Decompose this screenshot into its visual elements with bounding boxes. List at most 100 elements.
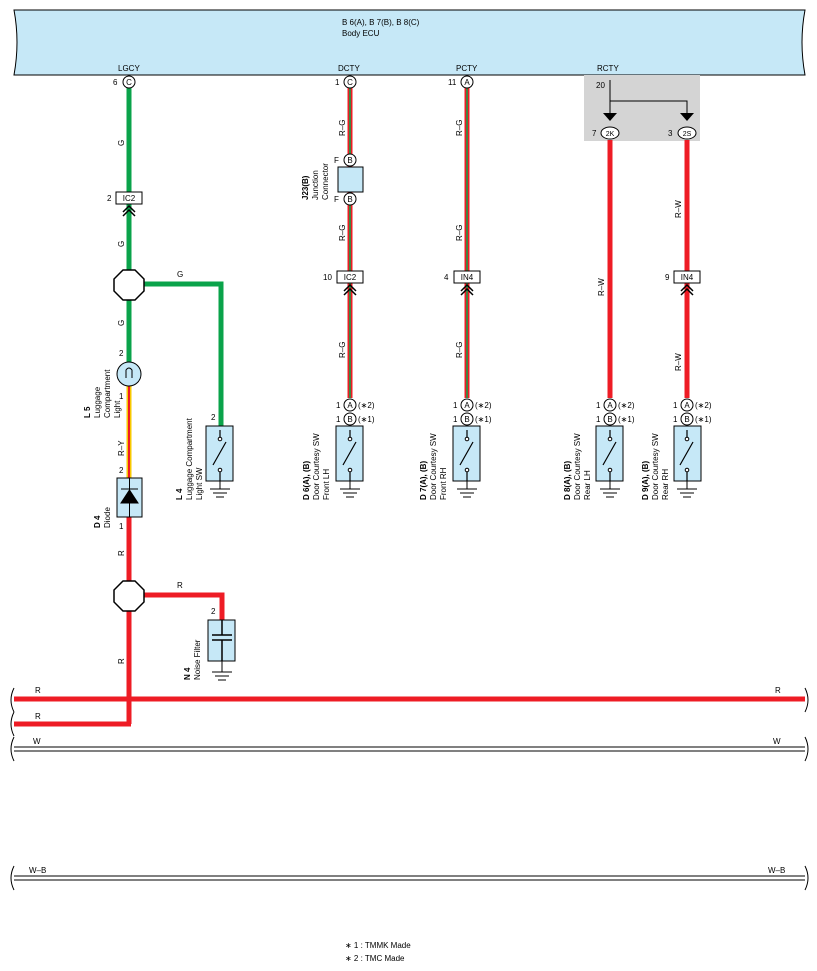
ecu-subtitle: Body ECU [342,29,380,38]
ic2-top-chevron [122,204,136,217]
switch-icon [212,430,227,481]
rcty-right-terminal-label: 2S [683,131,692,138]
d9-note-b: (∗1) [695,415,712,424]
d8-line1: Door Courtesy SW [573,433,582,500]
in4-rear-pin: 9 [665,273,670,282]
rcty-pin-number: 20 [596,81,605,90]
j23-junction-connector: F B F B J23(B) Junction Connector [301,153,364,206]
bus-label-r-right: R [775,686,781,695]
d9-code: D 9(A), (B) [641,461,650,500]
d7-terminal-a [460,398,474,412]
wires [14,88,805,727]
d9-line2: Rear RH [661,469,670,500]
d4-line1: Diode [103,507,112,528]
bus-break-left-r2 [10,711,15,737]
l5-bulb [116,361,142,387]
d8-pin-b: 1 [596,415,601,424]
n4-line1: Noise Filter [193,639,202,680]
d6-note-a: (∗2) [358,401,375,410]
bus-label-w-right: W [773,737,781,746]
ecu-terminals: 6 C 1 C 11 A 7 2K 3 2S [113,75,697,140]
d7-line1: Door Courtesy SW [429,433,438,500]
l5-pin-bottom: 1 [119,392,124,401]
d8-terminal-b-label: B [607,415,612,424]
d7-code: D 7(A), (B) [419,461,428,500]
in4-pcty-pin: 4 [444,273,449,282]
bus-label-wb-right: W–B [768,866,785,875]
wire-label-r-branch: R [177,581,183,590]
wire-label-dcty-rg-1: R–G [338,120,347,136]
diode-icon [120,478,139,517]
d7-note-b: (∗1) [475,415,492,424]
pcty-terminal [460,75,474,89]
j23-terminal-bottom-label: B [347,195,352,204]
d9-pin-a: 1 [673,401,678,410]
l4-line2: Light SW [195,467,204,500]
d8-door-courtesy-sw-rear-lh: 1 A (∗2) 1 B (∗1) D 8(A), (B) Door Court… [563,398,635,500]
d6-pin-b: 1 [336,415,341,424]
splice-point-lower [113,580,145,612]
switch-contact-bottom [217,467,223,473]
d7-line2: Front RH [439,467,448,500]
wire-label-r-2: R [117,658,126,664]
d6-terminal-b-label: B [347,415,352,424]
d7-terminal-a-label: A [464,401,470,410]
lgcy-pin: 6 [113,78,118,87]
lgcy-terminal [122,75,136,89]
rcty-right-terminal [677,126,697,140]
d7-terminal-b-label: B [464,415,469,424]
d8-terminal-b [603,412,617,426]
wire-label-pcty-rg-2: R–G [455,225,464,241]
bus-label-w-left: W [33,737,41,746]
switch-icon [459,430,474,481]
in4-pcty-label: IN4 [461,273,474,282]
bus-break-left-wb [10,865,15,891]
ecu-pin-name-pcty: PCTY [456,64,478,73]
ecu-pin-name-lgcy: LGCY [118,64,140,73]
l5-code: L 5 [83,406,92,418]
wire-label-rcty-right-rw-1: R–W [674,200,683,218]
ground-icon [457,481,477,498]
wire-labels: G G G G R–Y R R R R–G R–G R–G R–G R–G R–… [29,120,785,875]
d7-pin-a: 1 [453,401,458,410]
d8-terminal-a [603,398,617,412]
rcty-left-pin: 7 [592,129,597,138]
footnote-tmc: ∗ 2 : TMC Made [345,954,405,963]
d4-diode: 2 1 D 4 Diode [93,466,143,531]
l4-luggage-light-sw: 2 L 4 Luggage Compartment Light SW [175,413,234,500]
d9-terminal-a [680,398,694,412]
bus-label-r-left: R [35,686,41,695]
bus-break-right-wb [804,865,809,891]
ground-icon [210,481,230,498]
wire-label-g-branch: G [177,270,183,279]
splice-point-upper [113,269,145,301]
j23-line2: Connector [321,163,330,200]
switch-contact-top [684,436,690,442]
bus-breaks [10,687,809,891]
d6-pin-a: 1 [336,401,341,410]
j23-line1: Junction [311,170,320,200]
d6-line2: Front LH [322,469,331,500]
l5-line3: Light [113,400,122,418]
switch-contact-top [464,436,470,442]
switch-contact-top [217,436,223,442]
in4-pcty-chevron [460,283,474,296]
d9-terminal-a-label: A [684,401,690,410]
switch-icon [679,430,694,481]
ic2-top-box [115,191,143,205]
switch-icon [342,430,357,481]
dcty-terminal [343,75,357,89]
bus-break-right-r [804,687,809,713]
wire-label-r-1: R [117,550,126,556]
rcty-arrow-right [680,113,694,121]
d6-door-courtesy-sw-front-lh: 1 A (∗2) 1 B (∗1) D 6(A), (B) Door Court… [302,398,375,500]
wire-lgcy-branch-g [144,281,224,428]
d6-line1: Door Courtesy SW [312,433,321,500]
wire-label-dcty-rg-2: R–G [338,225,347,241]
d6-terminal-b [343,412,357,426]
inline-connectors: 2 IC2 10 IC2 4 IN4 9 IN4 [107,191,701,296]
switch-contact-bottom [607,467,613,473]
rcty-split-line [609,80,688,114]
j23-terminal-top [343,153,357,167]
